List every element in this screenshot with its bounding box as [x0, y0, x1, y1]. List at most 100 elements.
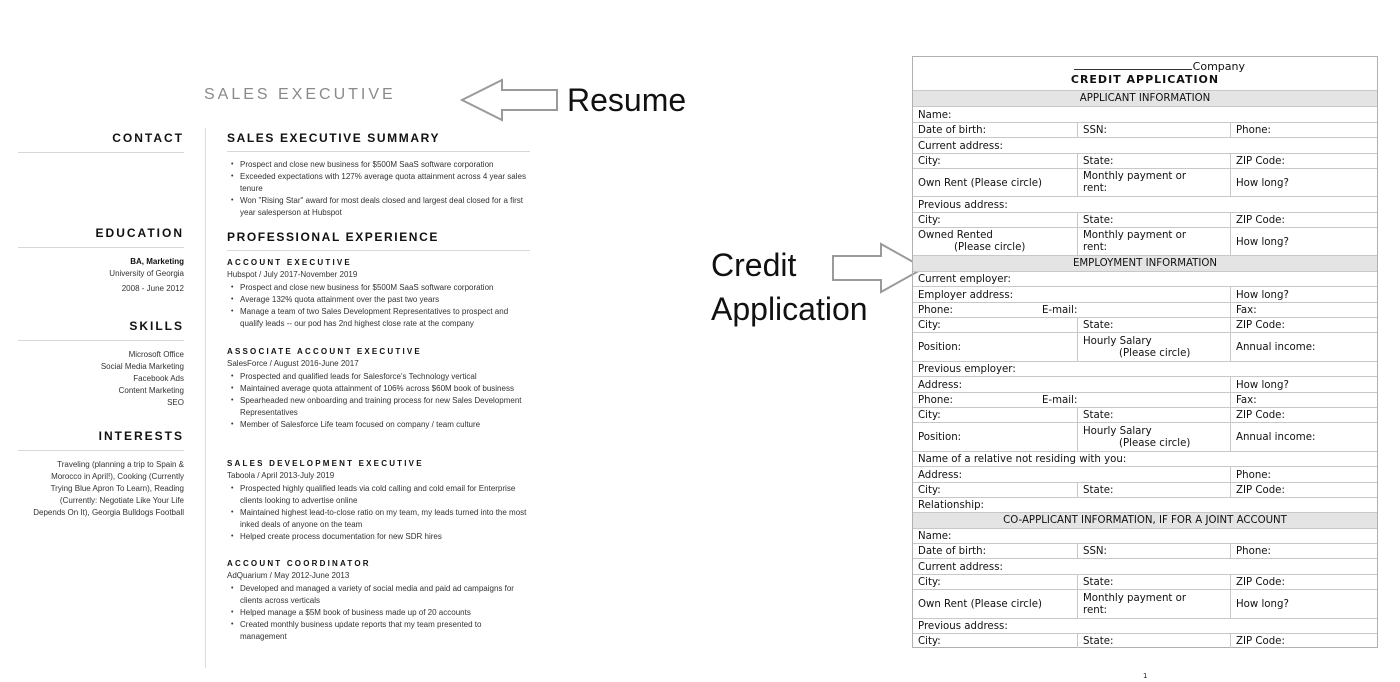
form-row: City: State: ZIP Code: — [913, 153, 1377, 169]
state-label: State: — [1077, 575, 1113, 590]
interests-line: Traveling (planning a trip to Spain & — [57, 460, 184, 469]
employment-section-header: EMPLOYMENT INFORMATION — [913, 255, 1377, 272]
zip-label: ZIP Code: — [1230, 154, 1285, 169]
monthly-payment-label: Monthly payment or — [1083, 171, 1187, 182]
experience-heading: PROFESSIONAL EXPERIENCE — [227, 230, 530, 251]
hourly-salary-cell: Hourly Salary (Please circle) — [1077, 423, 1190, 452]
fax-label: Fax: — [1230, 393, 1257, 408]
form-row: Previous address: — [913, 618, 1377, 634]
bullet-item: Manage a team of two Sales Development R… — [231, 306, 530, 330]
job-title: ACCOUNT EXECUTIVE — [227, 258, 352, 267]
rent-label: rent: — [1083, 183, 1108, 194]
state-label: State: — [1077, 408, 1113, 423]
bullet-item: Won "Rising Star" award for most deals c… — [231, 195, 530, 219]
phone-label: Phone: — [918, 395, 953, 406]
job-title: ASSOCIATE ACCOUNT EXECUTIVE — [227, 347, 422, 356]
current-address-label: Current address: — [918, 140, 1003, 152]
interests-line: Depends On It), Georgia Bulldogs Footbal… — [33, 508, 184, 517]
form-row: Phone: E-mail: Fax: — [913, 392, 1377, 408]
job-company-dates: Taboola / April 2013-July 2019 — [227, 471, 335, 480]
page-number: 1 — [1143, 672, 1148, 680]
name-label: Name: — [918, 109, 952, 121]
form-row: City: State: ZIP Code: — [913, 317, 1377, 333]
phone-label: Phone: — [1230, 123, 1271, 138]
education-school: University of Georgia — [109, 269, 184, 278]
city-label: City: — [918, 156, 941, 167]
form-row: Address: Phone: — [913, 466, 1377, 483]
previous-address-label: Previous address: — [918, 621, 1008, 632]
job-entry: SALES DEVELOPMENT EXECUTIVE Taboola / Ap… — [227, 459, 530, 543]
form-row: Relationship: — [913, 497, 1377, 513]
job-company-dates: Hubspot / July 2017-November 2019 — [227, 270, 358, 279]
address-label: Address: — [918, 379, 963, 391]
position-label: Position: — [918, 342, 962, 353]
education-section: EDUCATION BA, Marketing University of Ge… — [18, 226, 184, 295]
form-row: Name of a relative not residing with you… — [913, 451, 1377, 467]
own-rent-label: Own Rent (Please circle) — [918, 599, 1042, 610]
annual-income-label: Annual income: — [1230, 423, 1315, 452]
bullet-item: Exceeded expectations with 127% average … — [231, 171, 530, 195]
company-line: Company — [1073, 60, 1245, 73]
bullet-item: Prospected highly qualified leads via co… — [231, 483, 530, 507]
name-label: Name: — [918, 531, 952, 542]
form-row: Employer address: How long? — [913, 286, 1377, 303]
summary-bullets: Prospect and close new business for $500… — [227, 159, 530, 219]
resume-arrow-icon — [460, 78, 558, 122]
please-circle-label: (Please circle) — [1119, 437, 1191, 449]
position-label: Position: — [918, 432, 962, 443]
state-label: State: — [1077, 483, 1113, 498]
job-entry: ACCOUNT EXECUTIVE Hubspot / July 2017-No… — [227, 258, 530, 330]
zip-label: ZIP Code: — [1230, 483, 1285, 498]
employer-address-label: Employer address: — [918, 289, 1014, 301]
zip-label: ZIP Code: — [1230, 408, 1285, 423]
job-bullets: Prospected highly qualified leads via co… — [227, 483, 530, 543]
relative-label: Name of a relative not residing with you… — [918, 454, 1127, 465]
bullet-item: Maintained highest lead-to-close ratio o… — [231, 507, 530, 531]
form-row: Position: Hourly Salary (Please circle) … — [913, 422, 1377, 452]
form-row: Name: — [913, 106, 1377, 123]
rent-label: rent: — [1083, 242, 1108, 253]
bullet-item: Prospect and close new business for $500… — [231, 159, 530, 171]
column-divider — [205, 128, 206, 668]
previous-address-label: Previous address: — [918, 199, 1008, 211]
skill-item: Microsoft Office — [128, 350, 184, 359]
skills-heading: SKILLS — [18, 319, 184, 341]
bullet-item: Average 132% quota attainment over the p… — [231, 294, 530, 306]
monthly-payment-label: Monthly payment or — [1083, 592, 1187, 604]
form-row: City: State: ZIP Code: — [913, 574, 1377, 590]
rent-label: rent: — [1083, 604, 1108, 616]
current-employer-label: Current employer: — [918, 274, 1011, 285]
skill-item: SEO — [167, 398, 184, 407]
monthly-payment-label: Monthly payment or — [1083, 230, 1187, 241]
job-bullets: Prospected and qualified leads for Sales… — [227, 371, 530, 431]
company-label: Company — [1192, 60, 1245, 73]
state-label: State: — [1077, 213, 1113, 228]
bullet-item: Helped manage a $5M book of business mad… — [231, 607, 530, 619]
form-row: City: State: ZIP Code: — [913, 407, 1377, 423]
interests-line: Trying Blue Apron To Learn), Reading — [50, 484, 184, 493]
form-row: Own Rent (Please circle) Monthly payment… — [913, 168, 1377, 197]
form-row: Date of birth: SSN: Phone: — [913, 122, 1377, 138]
own-rent-label: Own Rent (Please circle) — [918, 177, 1042, 189]
bullet-item: Prospected and qualified leads for Sales… — [231, 371, 530, 383]
dob-label: Date of birth: — [918, 125, 987, 136]
company-blank[interactable] — [1073, 60, 1192, 70]
interests-heading: INTERESTS — [18, 429, 184, 451]
job-company-dates: AdQuarium / May 2012-June 2013 — [227, 571, 350, 580]
form-row: City: State: ZIP Code: — [913, 633, 1377, 648]
how-long-label: How long? — [1230, 590, 1289, 619]
education-heading: EDUCATION — [18, 226, 184, 248]
email-label: E-mail: — [1042, 395, 1078, 406]
please-circle-label: (Please circle) — [954, 242, 1026, 253]
city-label: City: — [918, 215, 941, 226]
city-label: City: — [918, 485, 941, 496]
how-long-label: How long? — [1230, 169, 1289, 197]
form-row: Address: How long? — [913, 376, 1377, 393]
applicant-section-header: APPLICANT INFORMATION — [913, 90, 1377, 107]
zip-label: ZIP Code: — [1230, 634, 1285, 648]
please-circle-label: (Please circle) — [1119, 347, 1191, 359]
address-label: Address: — [918, 469, 963, 481]
how-long-label: How long? — [1230, 287, 1289, 303]
phone-label: Phone: — [1230, 467, 1271, 483]
credit-application-form: Company CREDIT APPLICATION APPLICANT INF… — [912, 56, 1378, 648]
